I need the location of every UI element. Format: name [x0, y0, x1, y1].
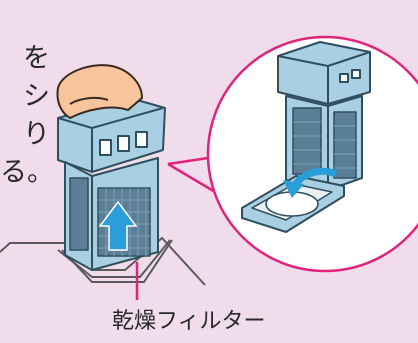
text-line-3: り: [0, 116, 50, 154]
text-line-4: る。: [0, 154, 50, 192]
clipped-instruction-text: を シ り る。: [0, 40, 50, 192]
text-line-1: を: [0, 40, 50, 78]
filter-label: 乾燥フィルター: [112, 303, 266, 335]
text-line-2: シ: [0, 78, 50, 116]
